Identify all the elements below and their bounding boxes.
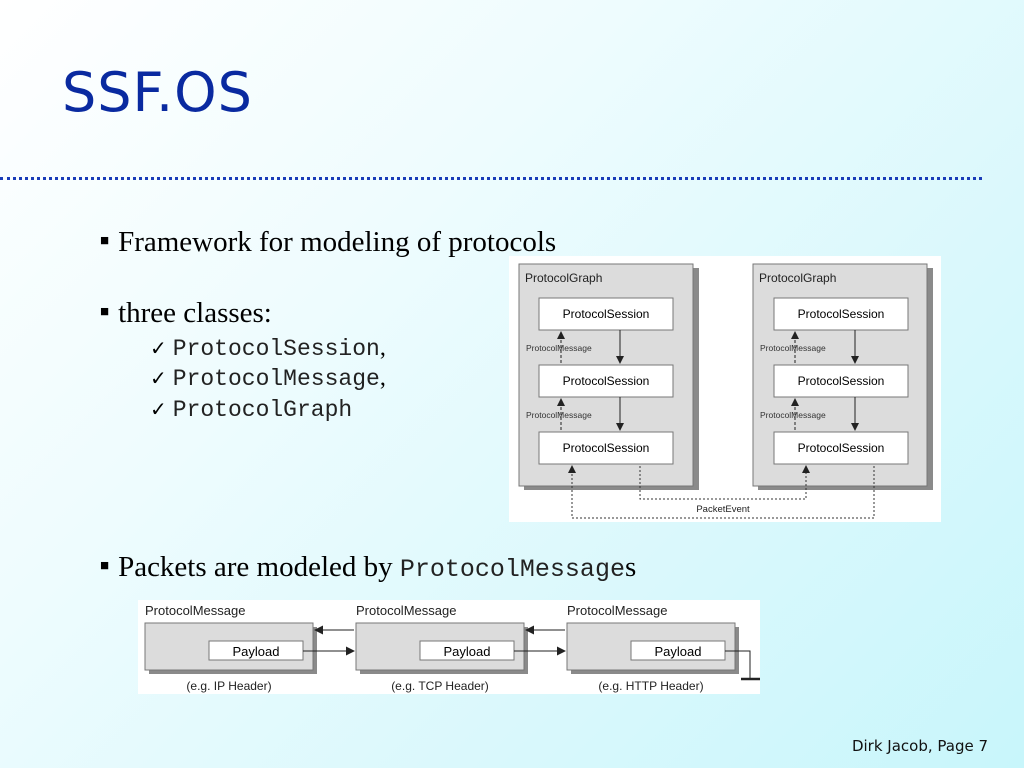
graph-label: ProtocolGraph	[525, 271, 602, 285]
packet-event-label: PacketEvent	[696, 504, 750, 515]
svg-text:ProtocolSession: ProtocolSession	[563, 307, 650, 321]
bullet-square-icon: ■	[100, 558, 110, 574]
protocol-session-box	[773, 431, 909, 465]
checkmark-icon: ✓	[150, 397, 167, 421]
bullet-square-icon: ■	[100, 233, 110, 249]
bullet-three-classes: ■three classes:	[100, 297, 272, 329]
svg-text:Payload: Payload	[655, 644, 702, 659]
svg-text:ProtocolMessage: ProtocolMessage	[356, 603, 456, 618]
class-item-protocolsession: ✓ProtocolSession,	[150, 335, 386, 362]
packet-event-line	[639, 465, 810, 500]
bullet-square-icon: ■	[100, 304, 110, 320]
message-label: ProtocolMessage	[526, 343, 592, 353]
svg-text:Payload: Payload	[444, 644, 491, 659]
class-item-protocolmessage: ✓ProtocolMessage,	[150, 365, 386, 392]
checkmark-icon: ✓	[150, 336, 167, 360]
class-item-protocolgraph: ✓ProtocolGraph	[150, 397, 353, 423]
protocol-graph-diagram: ProtocolGraph ProtocolGraph ProtocolSess…	[509, 256, 941, 522]
svg-text:ProtocolSession: ProtocolSession	[798, 307, 885, 321]
null-terminator-line	[725, 650, 751, 678]
protocol-message-diagram: ProtocolMessage Payload (e.g. IP Header)…	[138, 600, 760, 694]
svg-text:ProtocolSession: ProtocolSession	[798, 441, 885, 455]
svg-text:ProtocolSession: ProtocolSession	[798, 374, 885, 388]
protocol-session-box	[538, 364, 674, 398]
svg-text:ProtocolSession: ProtocolSession	[563, 441, 650, 455]
example-label: (e.g. TCP Header)	[391, 679, 489, 693]
protocol-session-box	[773, 364, 909, 398]
slide-title: SSF.OS	[62, 61, 253, 124]
example-label: (e.g. HTTP Header)	[598, 679, 703, 693]
svg-text:Payload: Payload	[233, 644, 280, 659]
title-separator	[0, 177, 982, 180]
message-label: ProtocolMessage	[760, 410, 826, 420]
svg-text:ProtocolMessage: ProtocolMessage	[145, 603, 245, 618]
checkmark-icon: ✓	[150, 366, 167, 390]
svg-text:ProtocolSession: ProtocolSession	[563, 374, 650, 388]
bullet-packets: ■Packets are modeled by ProtocolMessages	[100, 551, 637, 584]
protocol-session-box	[538, 431, 674, 465]
message-label: ProtocolMessage	[526, 410, 592, 420]
bullet-framework: ■Framework for modeling of protocols	[100, 226, 557, 258]
graph-label: ProtocolGraph	[759, 271, 836, 285]
protocol-session-box	[538, 297, 674, 331]
example-label: (e.g. IP Header)	[186, 679, 271, 693]
message-label: ProtocolMessage	[760, 343, 826, 353]
packet-event-line	[568, 465, 875, 519]
protocol-session-box	[773, 297, 909, 331]
slide-footer: Dirk Jacob, Page 7	[851, 737, 988, 755]
svg-text:ProtocolMessage: ProtocolMessage	[567, 603, 667, 618]
